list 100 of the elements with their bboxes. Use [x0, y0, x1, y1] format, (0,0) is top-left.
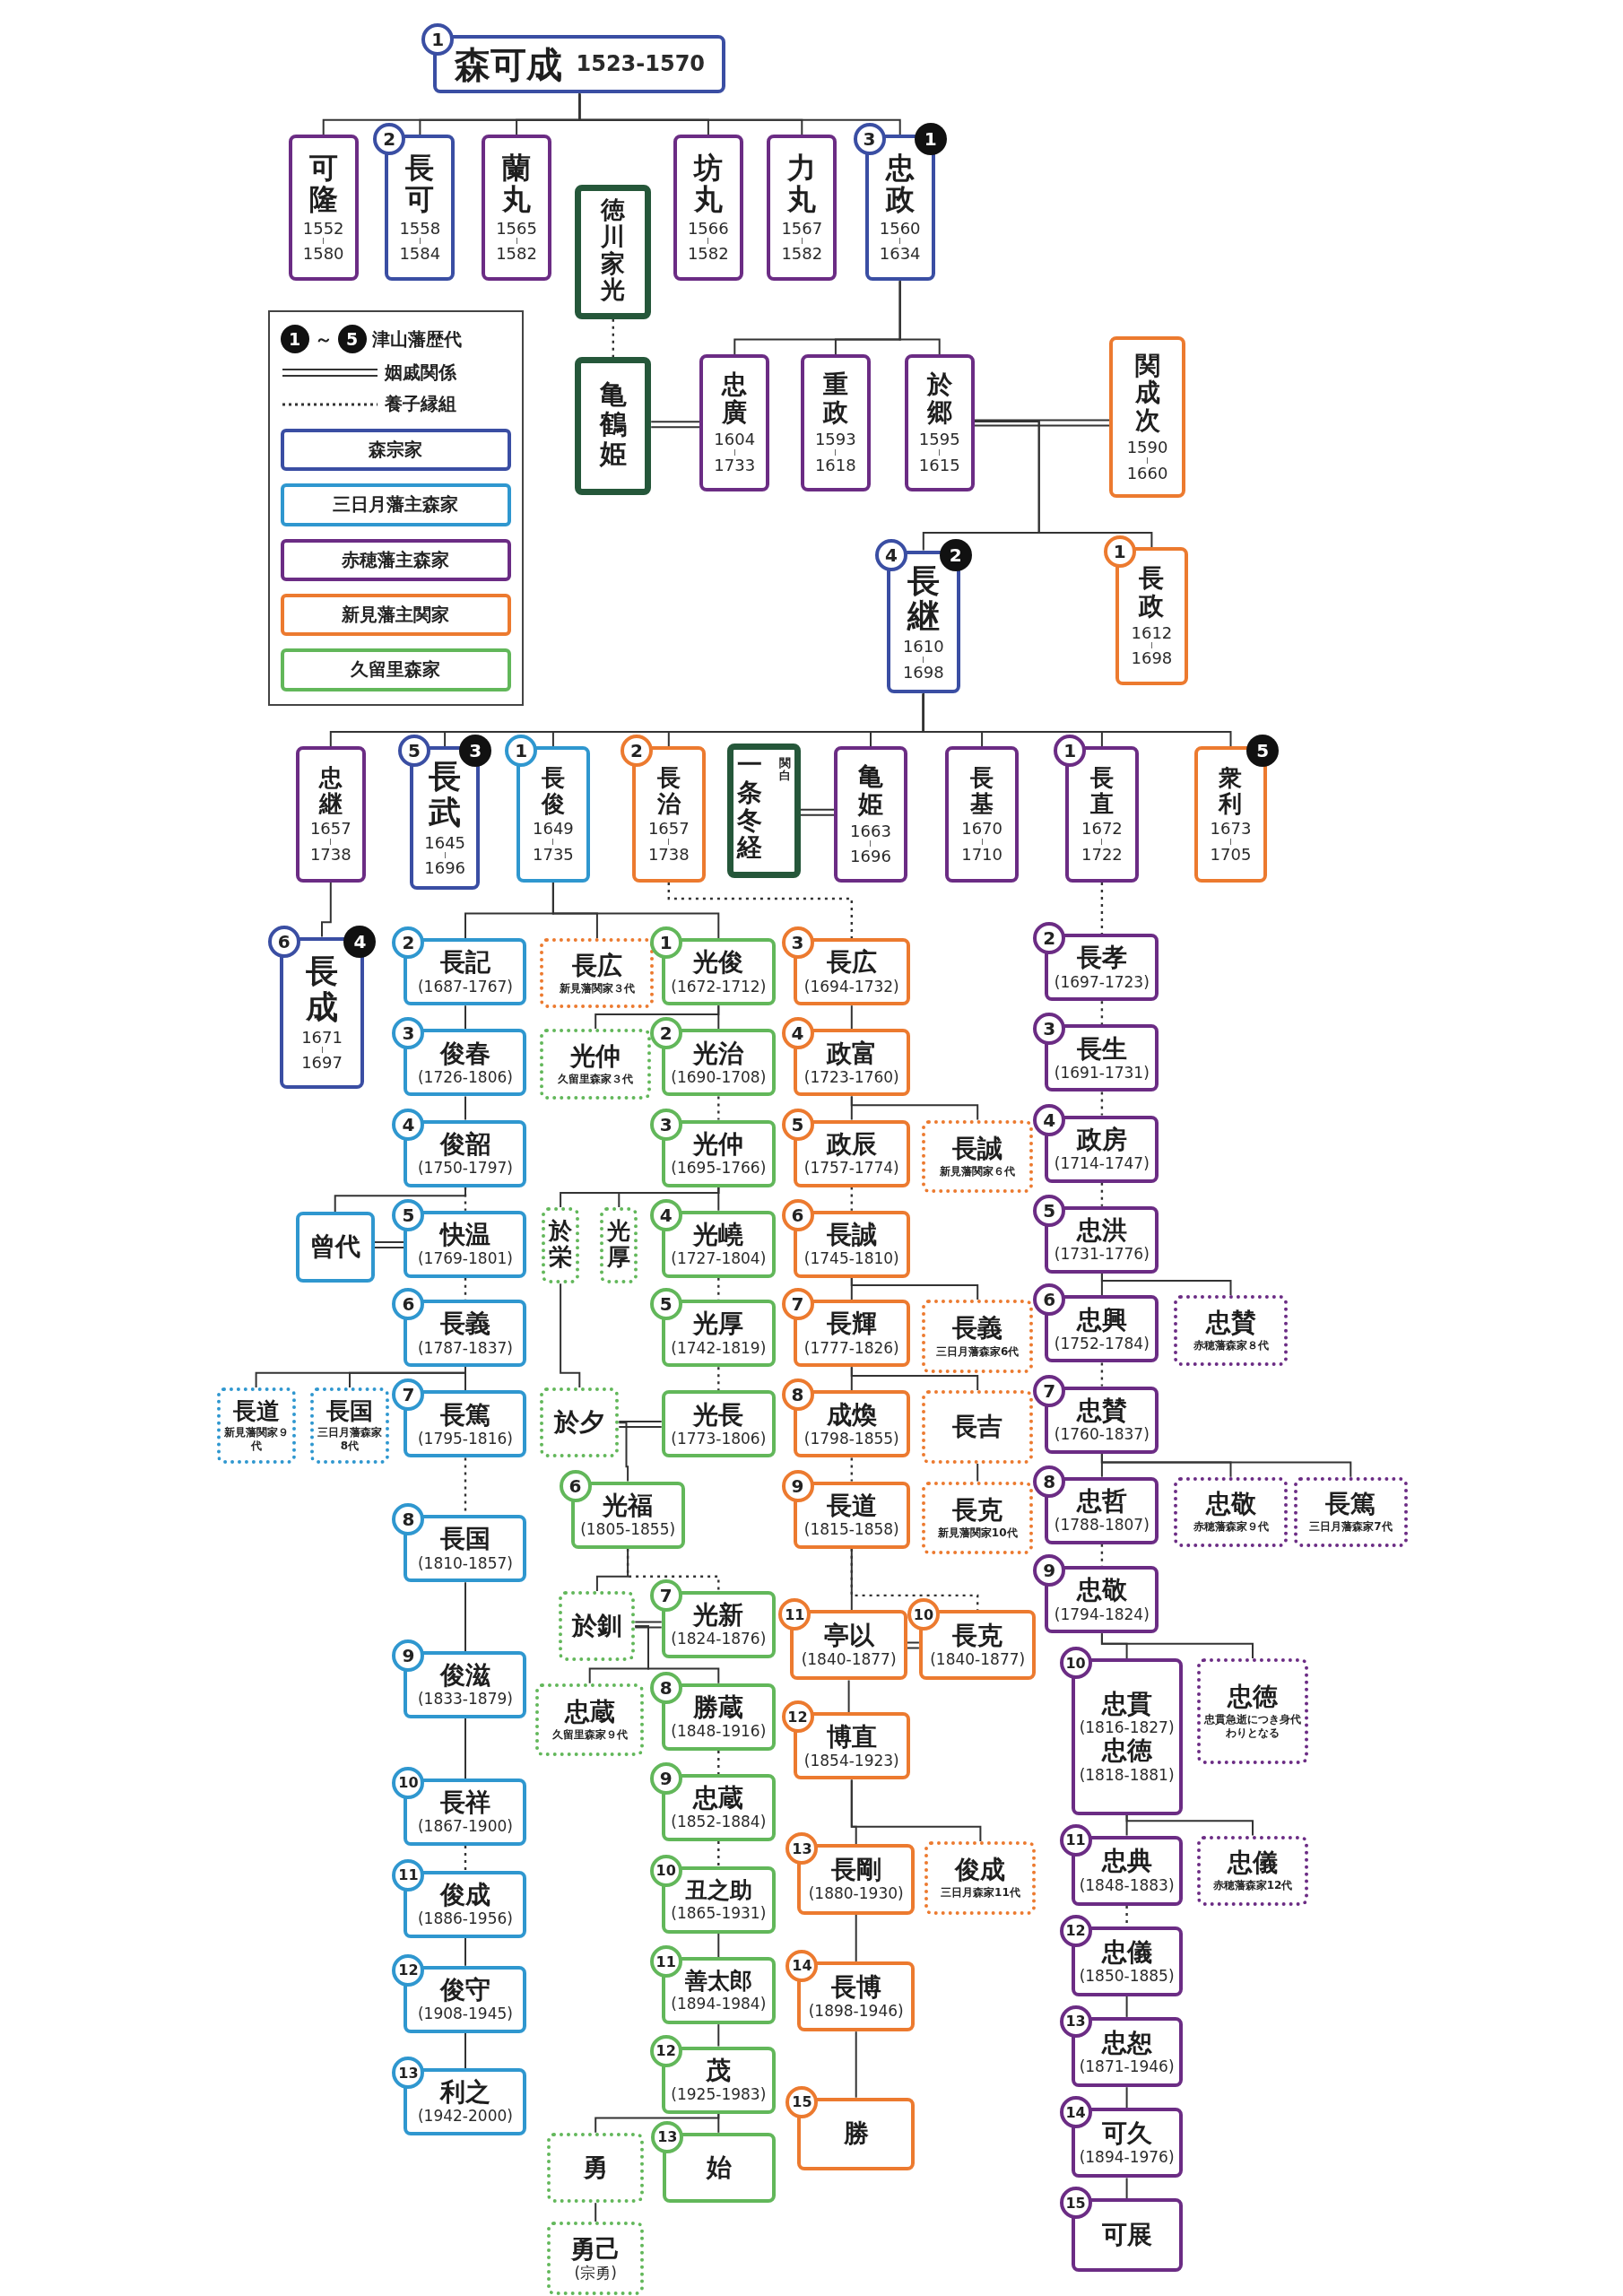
life-year: 1565: [496, 219, 537, 238]
descent-line: [1100, 1452, 1352, 1478]
adoption-line: [850, 1548, 979, 1611]
reference-box: [1197, 1658, 1308, 1764]
range-tilde: ～: [314, 326, 333, 352]
reference-box: [1197, 1835, 1308, 1906]
reference-box: [547, 2132, 645, 2204]
person-name: 関成次: [1134, 352, 1160, 436]
person-name: 亭以: [823, 1622, 874, 1651]
generation-badge: 9: [1033, 1554, 1066, 1587]
life-year: 1738: [309, 838, 352, 865]
generation-badge: 2: [1033, 922, 1066, 955]
note-text: 久留里森家９代: [551, 1728, 628, 1743]
generation-badge: 4: [781, 1017, 814, 1050]
adoption-line: [1100, 1182, 1104, 1206]
generation-badge: 7: [649, 1579, 682, 1612]
person-name: 長可: [405, 152, 435, 216]
descent-line: [717, 2023, 720, 2048]
life-year: 1584: [399, 237, 441, 264]
life-dates: (1777-1826): [803, 1338, 899, 1357]
person-name: 長広: [571, 951, 622, 980]
person-name: 忠徳: [1101, 1736, 1152, 1766]
descent-line: [464, 1936, 466, 1967]
life-year: 1604: [714, 430, 756, 448]
note-text: 赤穂藩森家８代: [1193, 1339, 1269, 1353]
life-dates: (1898-1946): [808, 2001, 904, 2021]
person-name: 俊韶: [439, 1129, 490, 1159]
life-year: 1566: [687, 219, 729, 238]
note-text: 新見藩関家３代: [559, 981, 635, 996]
generation-badge: 13: [785, 1832, 819, 1866]
life-dates: (1865-1931): [671, 1903, 767, 1922]
person-name: 忠哲: [1076, 1486, 1127, 1517]
life-year: 1710: [961, 838, 1002, 865]
generation-badge: 2: [649, 1017, 682, 1050]
person-name: 始: [707, 2152, 733, 2183]
person-name: 於郷: [926, 371, 952, 428]
person-name: 長義: [439, 1309, 490, 1339]
life-year: 1670: [961, 820, 1002, 839]
descent-line: [1125, 2177, 1128, 2200]
life-dates: (1840-1877): [930, 1650, 1026, 1669]
generation-badge: 4: [1033, 1103, 1066, 1136]
person-name: 善太郎: [684, 1968, 752, 1995]
person-name: 博直: [826, 1722, 877, 1752]
life-year: 1612: [1131, 623, 1173, 642]
generation-badge: 4: [392, 1108, 425, 1141]
person-name: 長誠: [826, 1220, 877, 1250]
note-text: 新見藩関家６代: [940, 1164, 1016, 1178]
reference-box: [216, 1387, 296, 1464]
person-box: [834, 746, 907, 883]
person-name: 政富: [826, 1039, 877, 1068]
marriage-line: [618, 1420, 663, 1428]
person-name: 茂: [706, 2056, 732, 2085]
descent-line: [717, 1932, 720, 1958]
life-year: 1582: [496, 237, 537, 264]
descent-line: [1100, 1632, 1254, 1660]
reference-box: [600, 1207, 638, 1284]
generation-badge: 7: [781, 1288, 814, 1321]
life-year: 1582: [781, 237, 823, 264]
generation-badge: 12: [781, 1700, 814, 1734]
life-dates: (1886-1956): [417, 1909, 513, 1928]
person-name: 長武: [429, 759, 462, 831]
life-dates: (1880-1930): [808, 1884, 904, 1903]
note-text: 三日月藩森家8代: [317, 1426, 384, 1454]
life-year: 1697: [301, 1046, 343, 1073]
person-box: [945, 746, 1019, 883]
life-year: 1698: [1131, 641, 1173, 668]
life-dates: (1942-2000): [417, 2107, 513, 2126]
legend-text: 養子縁組: [384, 392, 456, 416]
generation-badge: 5: [392, 1198, 425, 1231]
reference-box: [547, 2222, 645, 2295]
adoption-line: [850, 1187, 853, 1211]
life-dates: (1695-1766): [671, 1158, 767, 1178]
person-name: 長祥: [439, 1788, 490, 1818]
generation-badge: 6: [267, 925, 300, 958]
generation-badge: 12: [392, 1953, 425, 1987]
life-dates: (1810-1857): [417, 1553, 513, 1572]
life-dates: (1852-1884): [671, 1813, 767, 1831]
person-name: 衆利: [1219, 765, 1243, 817]
life-year: 1657: [647, 820, 690, 839]
person-name: 光新: [693, 1601, 744, 1631]
life-dates: (1833-1879): [417, 1690, 513, 1709]
descent-line: [618, 1422, 629, 1483]
person-name: 一条冬経: [736, 752, 762, 863]
generation-badge: 14: [785, 1949, 819, 1982]
note-text: 新見藩関家10代: [937, 1526, 1018, 1540]
life-year: 1615: [918, 448, 960, 474]
generation-badge: 3: [853, 123, 886, 156]
life-dates: (1726-1806): [417, 1067, 513, 1087]
life-dates: (1850-1885): [1079, 1966, 1175, 1986]
marriage-line: [373, 1241, 405, 1248]
person-name: 長克: [952, 1622, 1003, 1651]
descent-line: [1125, 1996, 1128, 2018]
descent-line: [464, 1004, 466, 1031]
person-name: 俊春: [439, 1039, 490, 1068]
person-name: 俊守: [439, 1976, 490, 2005]
person-name: 忠恕: [1101, 2028, 1152, 2057]
life-dates: (1894-1984): [671, 1994, 767, 2013]
descent-line: [464, 1718, 466, 1779]
life-dates: (1745-1810): [803, 1249, 899, 1268]
person-name: 長道: [826, 1491, 877, 1521]
